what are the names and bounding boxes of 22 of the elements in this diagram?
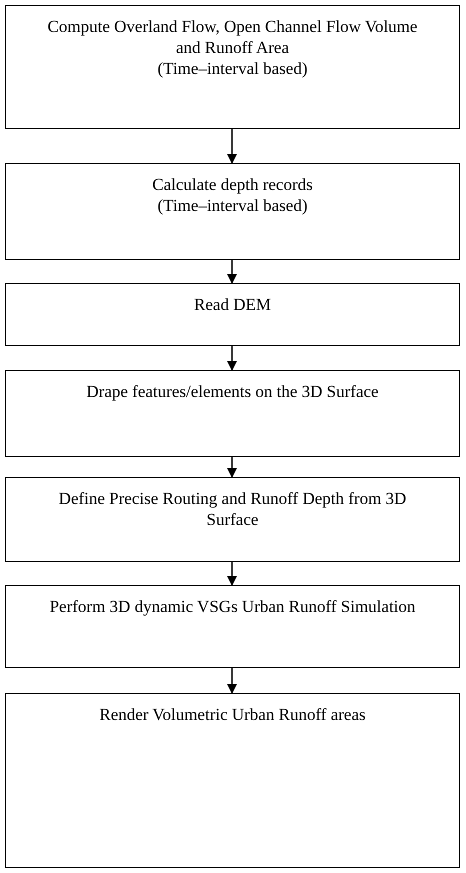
process-box [5, 693, 460, 868]
step-text: Read DEM [193, 294, 272, 315]
step-text: Perform 3D dynamic VSGs Urban Runoff Simulation [48, 596, 416, 617]
process-box [5, 370, 460, 457]
step-text: Calculate depth records [151, 174, 314, 195]
arrow [227, 129, 237, 164]
process-box [5, 163, 460, 260]
step-text: (Time–interval based) [156, 58, 308, 79]
process-box [5, 585, 460, 668]
step-text: (Time–interval based) [156, 195, 308, 216]
process-box [5, 283, 460, 346]
arrow [227, 260, 237, 284]
arrow [227, 457, 237, 478]
step-text: Compute Overland Flow, Open Channel Flow Volume and Runoff Area [46, 16, 418, 58]
arrow [227, 562, 237, 586]
arrow [227, 346, 237, 371]
process-box [5, 5, 460, 129]
arrow [227, 668, 237, 694]
process-box [5, 477, 460, 562]
step-text: Define Precise Routing and Runoff Depth from 3D Surface [58, 488, 408, 530]
step-text: Drape features/elements on the 3D Surface [85, 381, 380, 402]
step-text: Render Volumetric Urban Runoff areas [98, 704, 367, 725]
